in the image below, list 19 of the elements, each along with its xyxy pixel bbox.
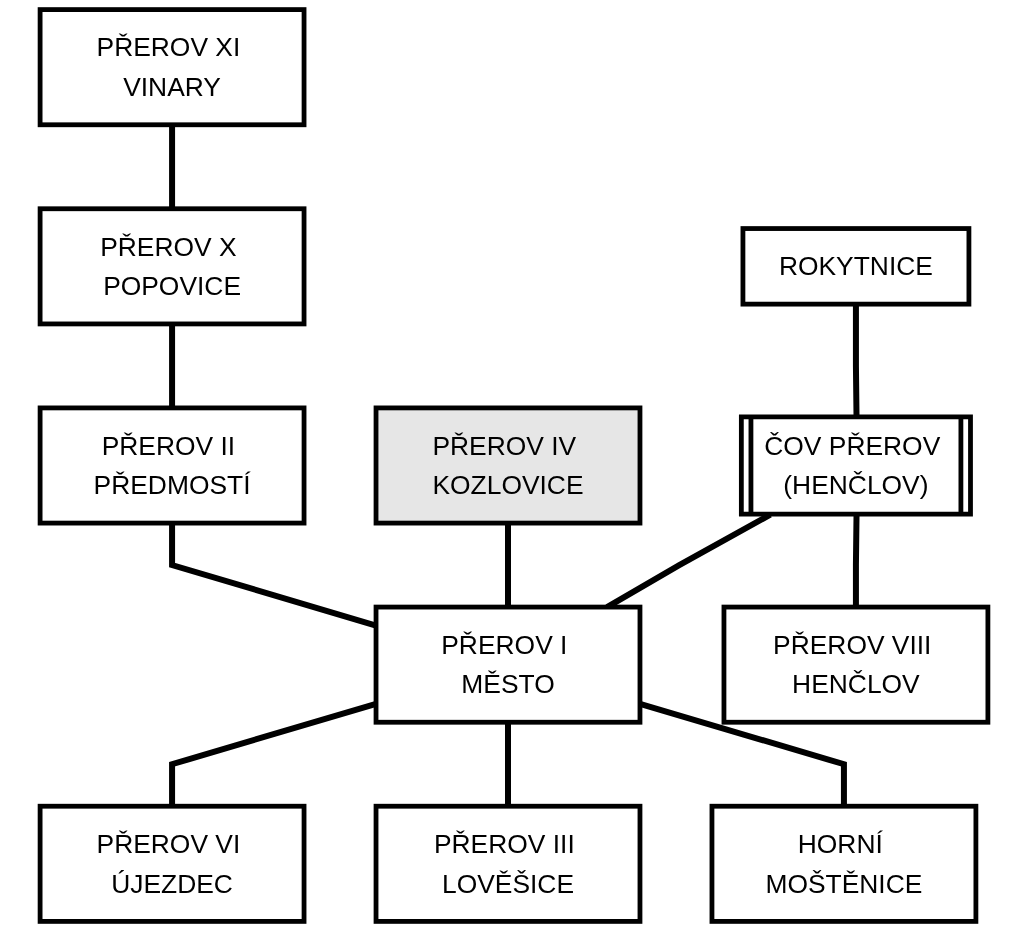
connector bbox=[169, 700, 377, 807]
connector bbox=[852, 304, 860, 418]
node-box: PŘEROV VIII HENČLOV bbox=[721, 604, 991, 725]
connector bbox=[505, 722, 511, 807]
node-box: PŘEROV III LOVĚŠICE bbox=[373, 803, 643, 924]
connector bbox=[169, 323, 176, 408]
node-box: ROKYTNICE bbox=[740, 226, 972, 307]
node-box: PŘEROV XI VINARY bbox=[37, 7, 307, 128]
node-box: PŘEROV IV KOZLOVICE bbox=[373, 405, 643, 526]
node-box: PŘEROV I MĚSTO bbox=[373, 604, 643, 725]
node-box: PŘEROV VI ÚJEZDEC bbox=[37, 803, 307, 924]
connector bbox=[169, 124, 176, 209]
connector bbox=[639, 700, 847, 807]
connector bbox=[169, 523, 377, 629]
node-box: PŘEROV II PŘEDMOSTÍ bbox=[37, 405, 307, 526]
connector bbox=[505, 523, 511, 608]
connector bbox=[852, 514, 860, 608]
node-box: HORNÍ MOŠTĚNICE bbox=[709, 803, 979, 924]
node-box: PŘEROV X POPOVICE bbox=[37, 206, 307, 327]
